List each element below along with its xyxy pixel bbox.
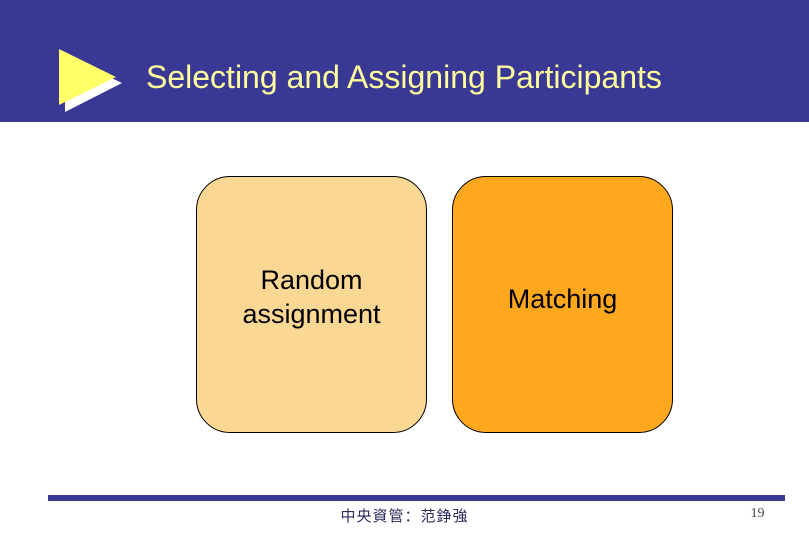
shape-label-matching: Matching [507,283,618,314]
header-band: Selecting and Assigning Participants [0,0,809,122]
play-triangle-icon [56,46,126,116]
footer-divider [48,495,785,501]
page-title: Selecting and Assigning Participants [146,59,662,95]
shape-random-assignment[interactable]: Random assignment [196,176,427,433]
shape-label-random-assignment: Random assignment [242,264,381,329]
page-number: 19 [750,506,765,521]
shape-matching[interactable]: Matching [452,176,673,433]
footer-author-text: 中央資管：范錚強 [340,508,469,525]
